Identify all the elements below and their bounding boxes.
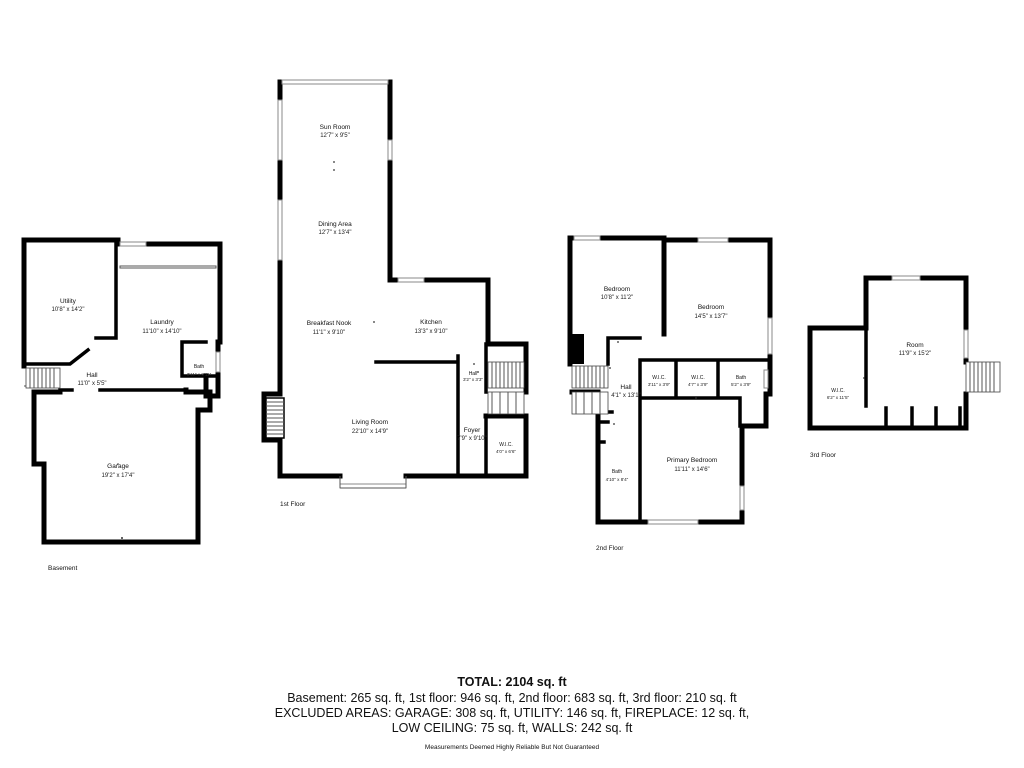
room-dims-bedroom-2: 14'5" x 13'7" xyxy=(695,314,728,320)
room-dims-hall-basement: 11'0" x 5'5" xyxy=(77,381,106,387)
room-dims-living-room: 22'10" x 14'9" xyxy=(352,429,388,435)
second-floor-plan xyxy=(567,235,773,525)
first-floor-stair xyxy=(487,361,525,415)
window xyxy=(281,79,389,85)
room-name-living-room: Living Room xyxy=(352,419,388,426)
fireplace xyxy=(265,397,285,439)
room-name-primary-bedroom: Primary Bedroom xyxy=(667,457,718,464)
window xyxy=(387,139,393,161)
window xyxy=(119,241,147,247)
room-dims-primary-bedroom: 11'11" x 14'6" xyxy=(674,467,709,473)
excluded-areas-line-2: LOW CEILING: 75 sq. ft, WALLS: 242 sq. f… xyxy=(391,721,633,735)
floor-label-third: 3rd Floor xyxy=(810,452,837,459)
room-dims-bath-2: 4'10" x 8'4" xyxy=(606,477,629,482)
window xyxy=(739,485,745,511)
window xyxy=(277,99,283,161)
window xyxy=(215,351,221,373)
room-dims-kitchen: 13'3" x 9'10" xyxy=(415,329,448,335)
room-name-wic-third: W.I.C. xyxy=(831,388,845,394)
third-floor-plan xyxy=(807,275,1001,431)
window xyxy=(397,277,425,283)
room-name-hall-second: Hall xyxy=(620,384,632,391)
total-area: TOTAL: 2104 sq. ft xyxy=(457,675,567,689)
room-name-bath-1: Bath xyxy=(736,375,747,381)
room-name-breakfast-nook: Breakfast Nook xyxy=(307,320,352,327)
window xyxy=(763,369,769,389)
room-name-dining-area: Dining Area xyxy=(318,221,352,228)
room-name-foyer: Foyer xyxy=(464,427,481,434)
room-name-room: Room xyxy=(906,342,923,349)
room-name-wic-first: W.I.C. xyxy=(499,442,513,448)
room-name-bath-basement: Bath xyxy=(194,364,205,370)
room-name-laundry: Laundry xyxy=(150,319,174,326)
window xyxy=(697,237,729,243)
room-dims-dining-area: 12'7" x 13'4" xyxy=(319,230,352,236)
room-dims-hall-second: 4'1" x 13'1" xyxy=(611,393,641,399)
room-dims-bath-basement: 3'11" x 9'11" xyxy=(187,372,212,377)
basement-plan xyxy=(21,237,223,545)
room-dims-wic-2: 4'7" x 3'9" xyxy=(688,382,708,387)
room-name-hall-first: Hall xyxy=(469,371,478,377)
window xyxy=(277,199,283,261)
basement-stair xyxy=(25,367,61,389)
floor-label-first: 1st Floor xyxy=(280,501,306,508)
third-floor-stair xyxy=(965,361,1001,393)
floor-areas-line: Basement: 265 sq. ft, 1st floor: 946 sq.… xyxy=(287,691,737,705)
window xyxy=(573,235,601,241)
window xyxy=(767,317,773,355)
room-dims-breakfast-nook: 11'1" x 9'10" xyxy=(313,330,345,336)
second-floor-stair xyxy=(571,365,609,415)
room-dims-wic-1: 3'11" x 3'9" xyxy=(648,382,671,387)
room-dims-sun-room: 12'7" x 9'5" xyxy=(320,133,350,139)
floor-label-basement: Basement xyxy=(48,565,77,572)
excluded-areas-line: EXCLUDED AREAS: GARAGE: 308 sq. ft, UTIL… xyxy=(274,706,750,720)
first-floor-plan xyxy=(261,79,529,489)
room-dims-utility: 10'8" x 14'2" xyxy=(52,307,85,313)
room-dims-foyer: 7'9" x 9'10" xyxy=(457,436,487,442)
room-name-sun-room: Sun Room xyxy=(320,124,351,131)
room-name-wic-2: W.I.C. xyxy=(691,375,705,381)
room-dims-wic-first: 4'0" x 6'6" xyxy=(496,449,516,454)
room-dims-hall-first: 3'2" x 3'3" xyxy=(463,377,483,382)
room-name-bedroom-1: Bedroom xyxy=(604,286,630,293)
room-dims-room: 11'9" x 15'2" xyxy=(899,351,931,357)
window xyxy=(339,483,407,489)
room-dims-wic-third: 6'2" x 11'5" xyxy=(827,395,850,400)
room-dims-garage: 19'2" x 17'4" xyxy=(102,473,135,479)
room-name-wic-1: W.I.C. xyxy=(652,375,666,381)
floor-label-second: 2nd Floor xyxy=(596,545,624,552)
disclaimer: Measurements Deemed Highly Reliable But … xyxy=(424,744,600,751)
window xyxy=(891,275,921,281)
room-name-bath-2: Bath xyxy=(612,469,623,475)
room-dims-bedroom-1: 10'8" x 11'2" xyxy=(601,295,633,301)
window xyxy=(647,519,699,525)
room-name-utility: Utility xyxy=(60,298,77,305)
room-dims-bath-1: 5'2" x 3'9" xyxy=(731,382,751,387)
room-name-hall-basement: Hall xyxy=(86,372,98,379)
room-name-kitchen: Kitchen xyxy=(420,319,442,326)
room-name-bedroom-2: Bedroom xyxy=(698,304,724,311)
window xyxy=(963,329,969,359)
room-name-garage: Garage xyxy=(107,463,129,470)
room-dims-laundry: 11'10" x 14'10" xyxy=(142,329,181,335)
